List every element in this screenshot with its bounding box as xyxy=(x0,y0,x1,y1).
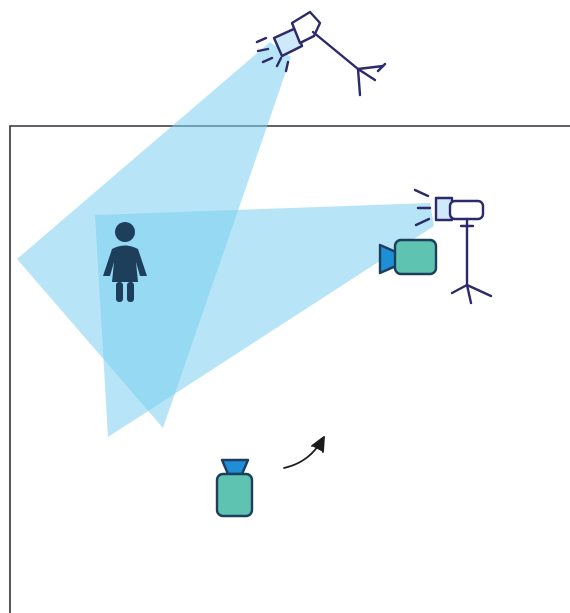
spotlight-tripod-icon xyxy=(255,10,387,97)
key-light-fixture xyxy=(255,10,387,97)
video-camera-icon xyxy=(378,238,438,276)
fill-light-beam xyxy=(95,203,434,437)
curved-arrow-icon xyxy=(283,436,325,469)
spotlight-tripod-icon xyxy=(413,188,493,305)
video-camera-icon xyxy=(215,458,254,518)
person-icon xyxy=(103,222,147,302)
camera-b xyxy=(215,458,254,518)
fill-light-fixture xyxy=(413,188,493,305)
camera-move-arrow xyxy=(283,436,325,469)
camera-a xyxy=(378,238,438,276)
room-outline xyxy=(9,125,570,613)
subject-figure xyxy=(103,222,147,302)
